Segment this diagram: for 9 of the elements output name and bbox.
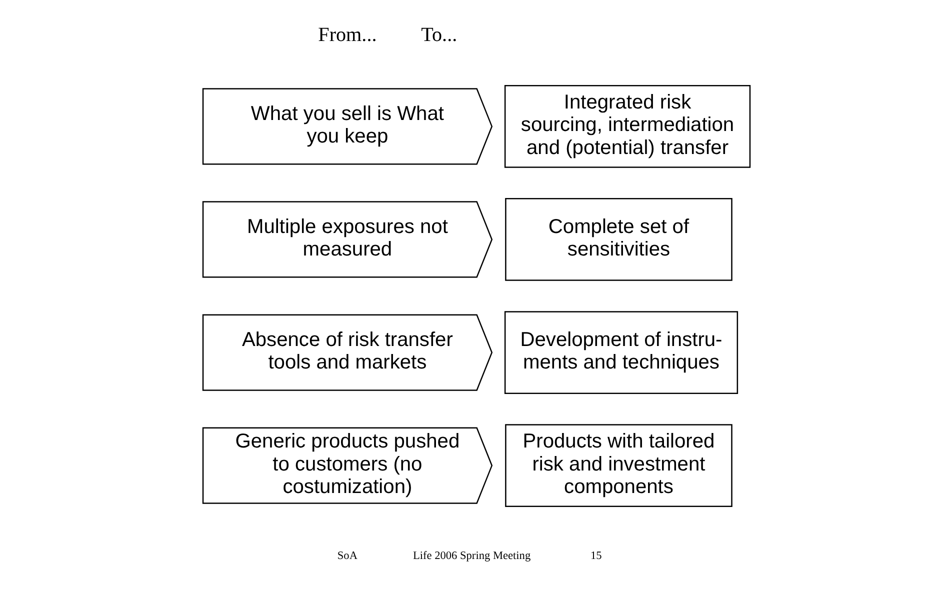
node-box: Development of instru- ments and techniques bbox=[504, 311, 738, 394]
label: To... bbox=[420, 24, 457, 46]
label: From... bbox=[318, 24, 376, 46]
label: Life 2006 Spring Meeting bbox=[412, 550, 530, 562]
node-box: Complete set of sensitivities bbox=[504, 198, 732, 281]
label: SoA bbox=[336, 550, 357, 562]
node-box: Products with tailored risk and investment components bbox=[504, 424, 732, 507]
label: 15 bbox=[590, 550, 602, 562]
node-box: Integrated risk sourcing, intermediation and (potential) transfer bbox=[504, 85, 750, 168]
